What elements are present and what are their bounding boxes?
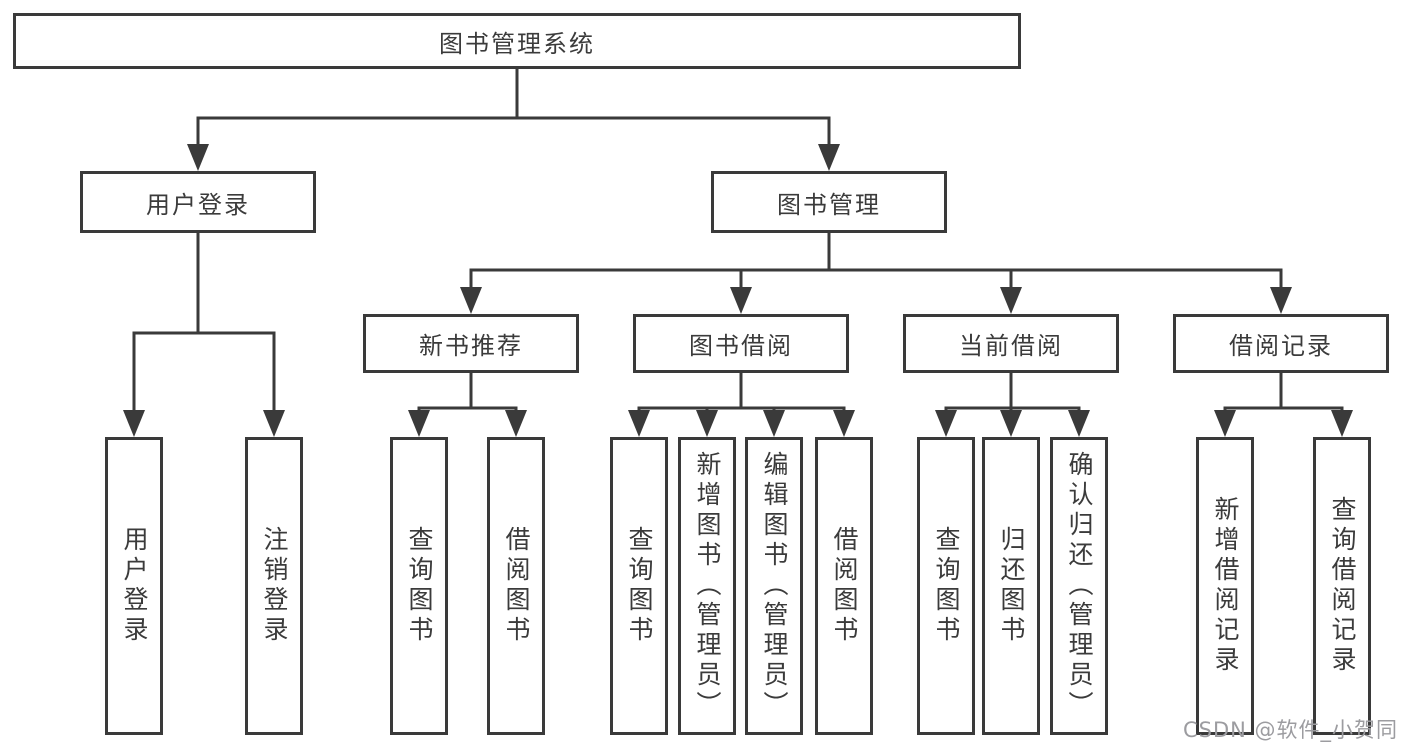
connector-root-to-level2 (196, 68, 831, 156)
node-library-management-system: 图书管理系统 (13, 13, 1021, 69)
leaf-query-borrow-record: 查询借阅记录 (1313, 437, 1371, 735)
arrowhead-icon (818, 144, 840, 171)
leaf-borrow-books: 借阅图书 (815, 437, 873, 735)
leaf-edit-books-admin: 编辑图书（管理员） (745, 437, 803, 735)
leaf-query-books: 查询图书 (917, 437, 975, 735)
arrowhead-icon (263, 410, 285, 437)
arrowhead-icon (408, 410, 430, 437)
arrowhead-icon (1214, 410, 1236, 437)
arrowhead-icon (763, 410, 785, 437)
arrowhead-icon (1270, 287, 1292, 314)
leaf-user-login: 用户登录 (105, 437, 163, 735)
node-new-book-recommend: 新书推荐 (363, 314, 579, 373)
arrowhead-icon (935, 410, 957, 437)
node-current-borrow: 当前借阅 (903, 314, 1119, 373)
connector-borrowrecord-to-leaves (1223, 373, 1344, 424)
leaf-add-borrow-record: 新增借阅记录 (1196, 437, 1254, 735)
leaf-add-books-admin: 新增图书（管理员） (678, 437, 736, 735)
csdn-watermark: CSDN @软件_小贺同学 (1183, 718, 1399, 742)
node-book-borrow: 图书借阅 (633, 314, 849, 373)
arrowhead-icon (628, 410, 650, 437)
node-user-login: 用户登录 (80, 171, 316, 233)
connector-bookborrow-to-leaves (637, 373, 846, 424)
leaf-confirm-return-admin: 确认归还（管理员） (1050, 437, 1108, 735)
connector-newbook-to-leaves (417, 373, 518, 424)
arrowhead-icon (123, 410, 145, 437)
leaf-return-books: 归还图书 (982, 437, 1040, 735)
leaf-logout: 注销登录 (245, 437, 303, 735)
arrowhead-icon (505, 410, 527, 437)
arrowhead-icon (1000, 287, 1022, 314)
node-book-management: 图书管理 (711, 171, 947, 233)
leaf-query-books: 查询图书 (610, 437, 668, 735)
node-borrow-record: 借阅记录 (1173, 314, 1389, 373)
leaf-query-books: 查询图书 (390, 437, 448, 735)
connector-userlogin-to-leaves (132, 233, 276, 424)
arrowhead-icon (187, 144, 209, 171)
arrowhead-icon (833, 410, 855, 437)
connector-bookmgmt-to-level3 (469, 233, 1283, 302)
leaf-borrow-books: 借阅图书 (487, 437, 545, 735)
arrowhead-icon (696, 410, 718, 437)
arrowhead-icon (1000, 410, 1022, 437)
arrowhead-icon (1068, 410, 1090, 437)
arrowhead-icon (730, 287, 752, 314)
arrowhead-icon (460, 287, 482, 314)
arrowhead-icon (1331, 410, 1353, 437)
